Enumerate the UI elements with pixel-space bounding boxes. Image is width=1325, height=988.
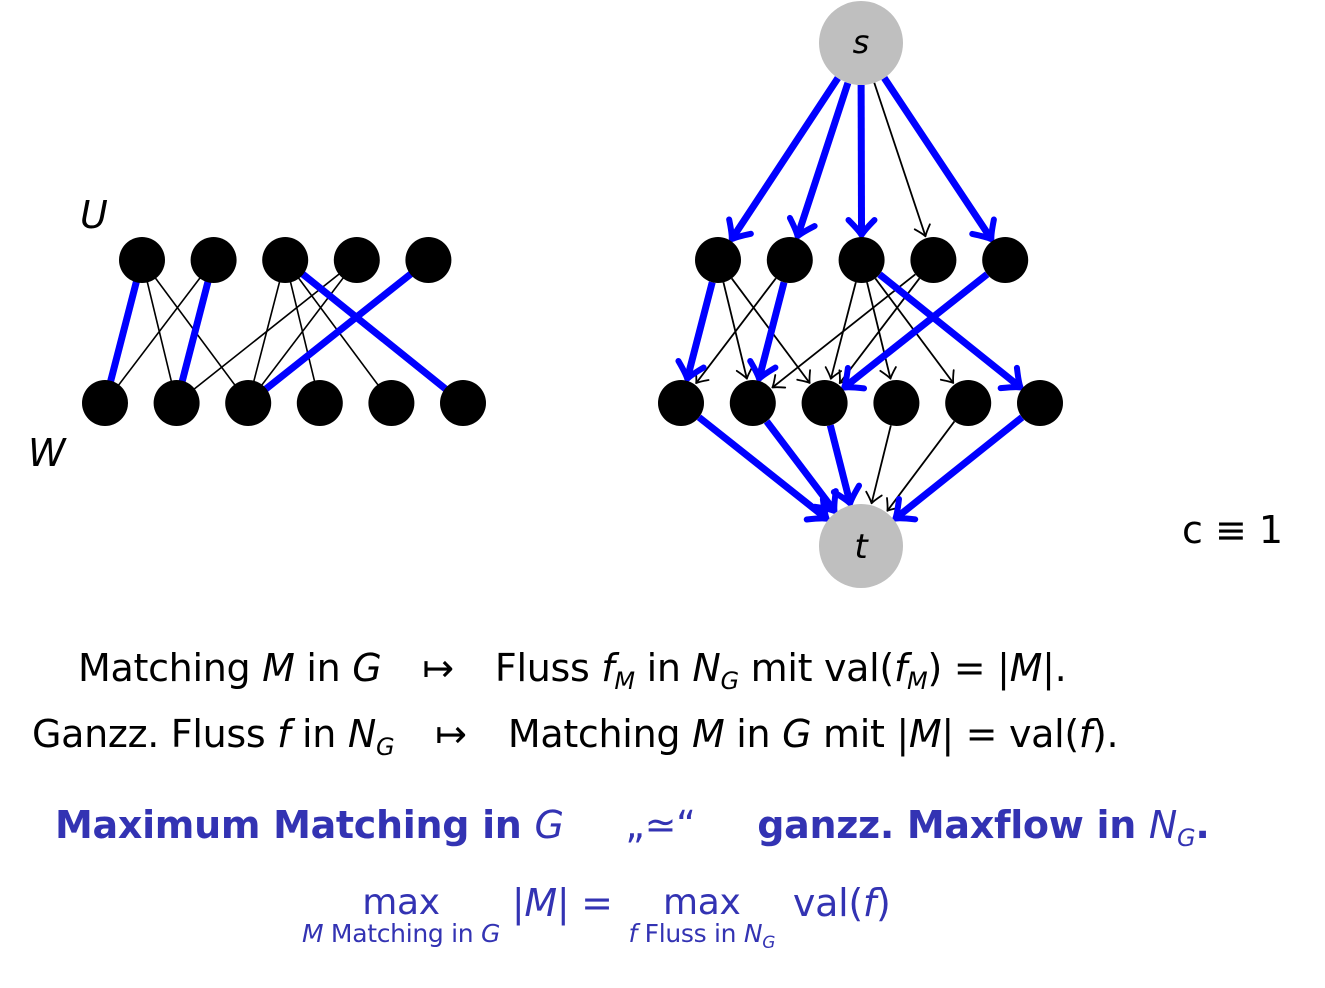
bipartite-edges [101,257,466,406]
network-vertex-w2 [729,380,776,426]
max-over-flows: max f Fluss in NG [628,882,776,953]
bipartite-vertices [82,237,486,426]
vertex-u5 [405,237,452,283]
arc-sink [865,425,892,505]
network-vertex-u3 [838,237,885,283]
vertex-w6 [440,380,486,426]
arc-middle [824,282,857,380]
graph-diagram: s t U W c ≡ 1 [28,1,1283,588]
statement-flow-to-matching: Ganzz. Fluss f in NG ↦ Matching M in G m… [32,712,1119,761]
max-equation: max M Matching in G |M| = max f Fluss in… [302,881,891,953]
network-vertex-w3 [801,380,848,426]
arc-source [873,82,931,238]
network-vertex-u2 [766,237,813,283]
vertex-w4 [296,380,343,426]
graph-edge [104,259,215,404]
label-U: U [80,193,108,237]
network-vertex-w1 [658,380,704,426]
arrowhead [786,214,818,240]
arc-middle [866,282,897,380]
vertex-u1 [119,237,165,283]
flow-arc-matching [841,271,990,392]
statement-matching-to-flow: Matching M in G ↦ Fluss fM in NG mit val… [78,646,1067,695]
arrowhead [913,223,931,238]
vertex-w5 [368,380,415,426]
network-vertex-u5 [982,237,1029,283]
flow-arc-matching [747,281,788,382]
flow-arc-matching [877,271,1024,392]
max-over-matchings: max M Matching in G [302,882,501,948]
network-vertex-u1 [695,237,741,283]
matching-edge [283,257,466,406]
arrowhead [969,216,997,243]
network-vertex-u4 [910,237,957,283]
flow-arc-source [726,76,841,243]
matching-edge [246,257,431,406]
arrowhead [830,482,863,507]
arrowhead [879,366,897,380]
flow-arc-source [786,81,852,240]
source-label: s [853,23,870,61]
source-vertex [819,1,903,85]
matching-edge [101,259,146,404]
sink-label: t [854,527,869,567]
arrowhead [841,364,868,392]
network-vertex-w5 [945,380,992,426]
flow-arc-source [845,84,878,238]
arrowhead [865,490,883,505]
vertex-w3 [225,380,272,426]
arrowhead [747,358,779,382]
arrowhead [771,374,787,389]
vertex-w1 [82,380,128,426]
vertex-w2 [153,380,200,426]
matching-edge [173,259,217,404]
arrowhead [726,216,754,243]
mapsto-arrow: ↦ [422,646,454,690]
network-vertex-w4 [873,380,920,426]
flow-arc-sink [826,424,863,507]
vertex-u4 [333,237,380,283]
arrowhead [675,358,707,382]
flow-arc-source [881,76,997,243]
network-vertex-w6 [1017,380,1063,426]
arc-middle [771,273,916,389]
flow-arc-sink [892,414,1025,523]
theorem-max-matching-equals-maxflow: Maximum Matching in G „≃“ ganzz. Maxflow… [55,803,1210,852]
arrowhead [939,369,955,384]
flow-arc-matching [675,281,716,382]
arc-middle [722,282,754,380]
mapsto-arrow: ↦ [435,712,467,756]
arrowhead [812,488,839,514]
label-W: W [28,431,67,475]
sink-vertex [819,504,903,588]
arrowhead [997,364,1024,392]
flow-arc-sink [763,419,839,514]
arrowhead [796,369,811,384]
network-vertices [658,1,1063,588]
correspondence-symbol: „≃“ [625,803,696,847]
vertex-u2 [190,237,237,283]
graph-edge [176,259,358,404]
arrowhead [735,366,754,380]
arrowhead [892,496,919,523]
arrowhead [824,366,843,380]
flow-arc-sink [696,414,830,523]
graph-edge [247,259,358,404]
capacity-label: c ≡ 1 [1182,508,1283,552]
arrowhead [845,216,878,238]
vertex-u3 [262,237,309,283]
network-arcs [675,76,1025,523]
